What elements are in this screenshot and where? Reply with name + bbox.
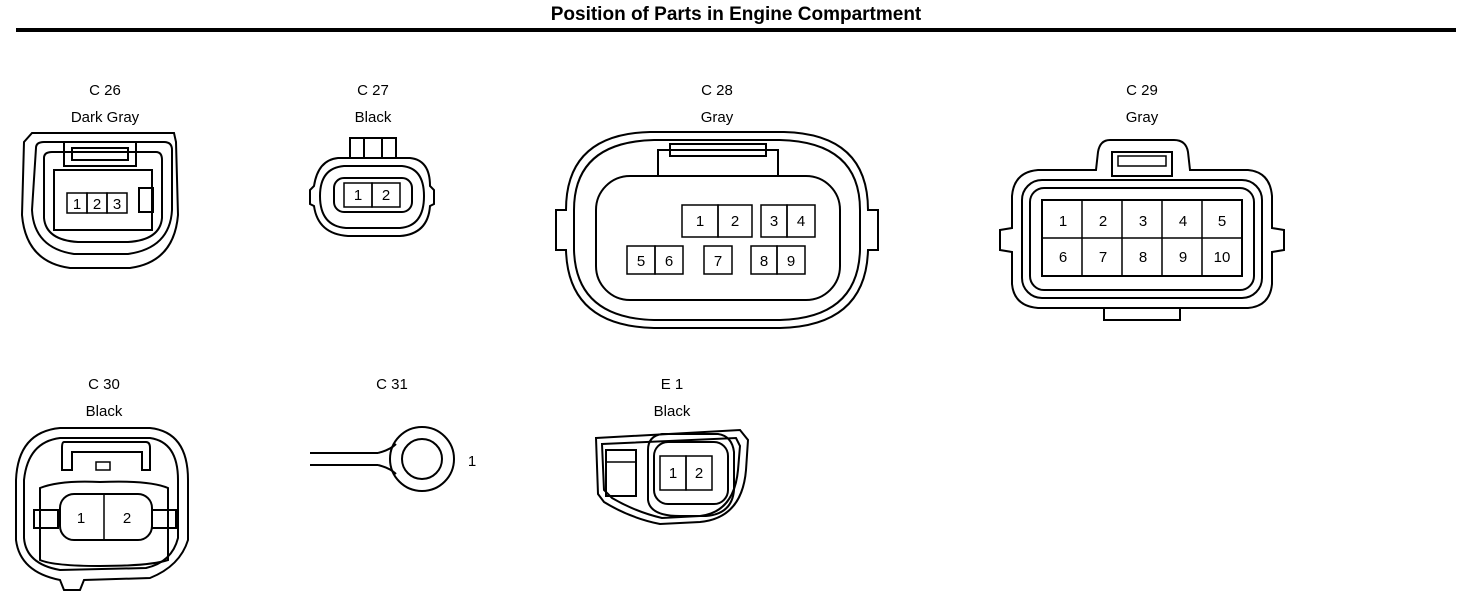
pin-label: 5 xyxy=(637,253,645,270)
pin-label: 8 xyxy=(760,253,768,270)
connector-c30-color: Black xyxy=(85,403,123,420)
pin-label: 6 xyxy=(1059,249,1067,266)
pin-label: 1 xyxy=(77,510,85,527)
pin-label: 5 xyxy=(1218,213,1226,230)
pin-label: 2 xyxy=(1099,213,1107,230)
pin-label: 1 xyxy=(669,465,677,482)
page-title: Position of Parts in Engine Compartment xyxy=(550,4,922,25)
pin-label: 7 xyxy=(714,253,722,270)
pin-label: 9 xyxy=(787,253,795,270)
connector-e1-drawing: 1 2 xyxy=(594,428,750,526)
connector-c26-drawing: 1 2 3 xyxy=(20,132,180,269)
pin-label: 2 xyxy=(93,196,101,213)
pin-label: 3 xyxy=(113,196,121,213)
connector-c27-drawing: 1 2 xyxy=(309,137,435,237)
connector-c30-drawing: 1 2 xyxy=(15,427,189,591)
connector-c30-id: C 30 xyxy=(88,376,120,393)
connector-c27-id: C 27 xyxy=(357,82,389,99)
connector-c31-id: C 31 xyxy=(376,376,408,393)
connector-c28-drawing: 1 2 3 4 5 6 7 8 9 xyxy=(555,131,879,329)
pin-label: 8 xyxy=(1139,249,1147,266)
pin-label: 1 xyxy=(1059,213,1067,230)
connector-c29-drawing: 1 2 3 4 5 6 7 8 9 10 xyxy=(999,139,1285,321)
pin-label: 3 xyxy=(1139,213,1147,230)
pin-label: 3 xyxy=(770,213,778,230)
pin-label: 2 xyxy=(695,465,703,482)
pin-label: 1 xyxy=(696,213,704,230)
pin-label: 10 xyxy=(1214,249,1231,266)
connector-c28-id: C 28 xyxy=(701,82,733,99)
pin-label: 6 xyxy=(665,253,673,270)
connector-c29-id: C 29 xyxy=(1126,82,1158,99)
pin-label: 7 xyxy=(1099,249,1107,266)
connector-e1-color: Black xyxy=(653,403,691,420)
pin-label: 4 xyxy=(797,213,805,230)
title-rule xyxy=(16,28,1456,32)
connector-c26-id: C 26 xyxy=(89,82,121,99)
pin-label: 1 xyxy=(354,187,362,204)
pin-label: 2 xyxy=(123,510,131,527)
pin-label: 4 xyxy=(1179,213,1187,230)
connector-c26-color: Dark Gray xyxy=(70,109,140,126)
connector-c29-color: Gray xyxy=(1125,109,1159,126)
connector-e1-id: E 1 xyxy=(660,376,684,393)
pin-label: 1 xyxy=(73,196,81,213)
connector-c28-color: Gray xyxy=(700,109,734,126)
connector-c27-color: Black xyxy=(354,109,392,126)
pin-label: 2 xyxy=(731,213,739,230)
pin-label: 2 xyxy=(382,187,390,204)
connector-c31-drawing: 1 xyxy=(310,426,476,492)
pin-label: 1 xyxy=(468,453,476,470)
pin-label: 9 xyxy=(1179,249,1187,266)
